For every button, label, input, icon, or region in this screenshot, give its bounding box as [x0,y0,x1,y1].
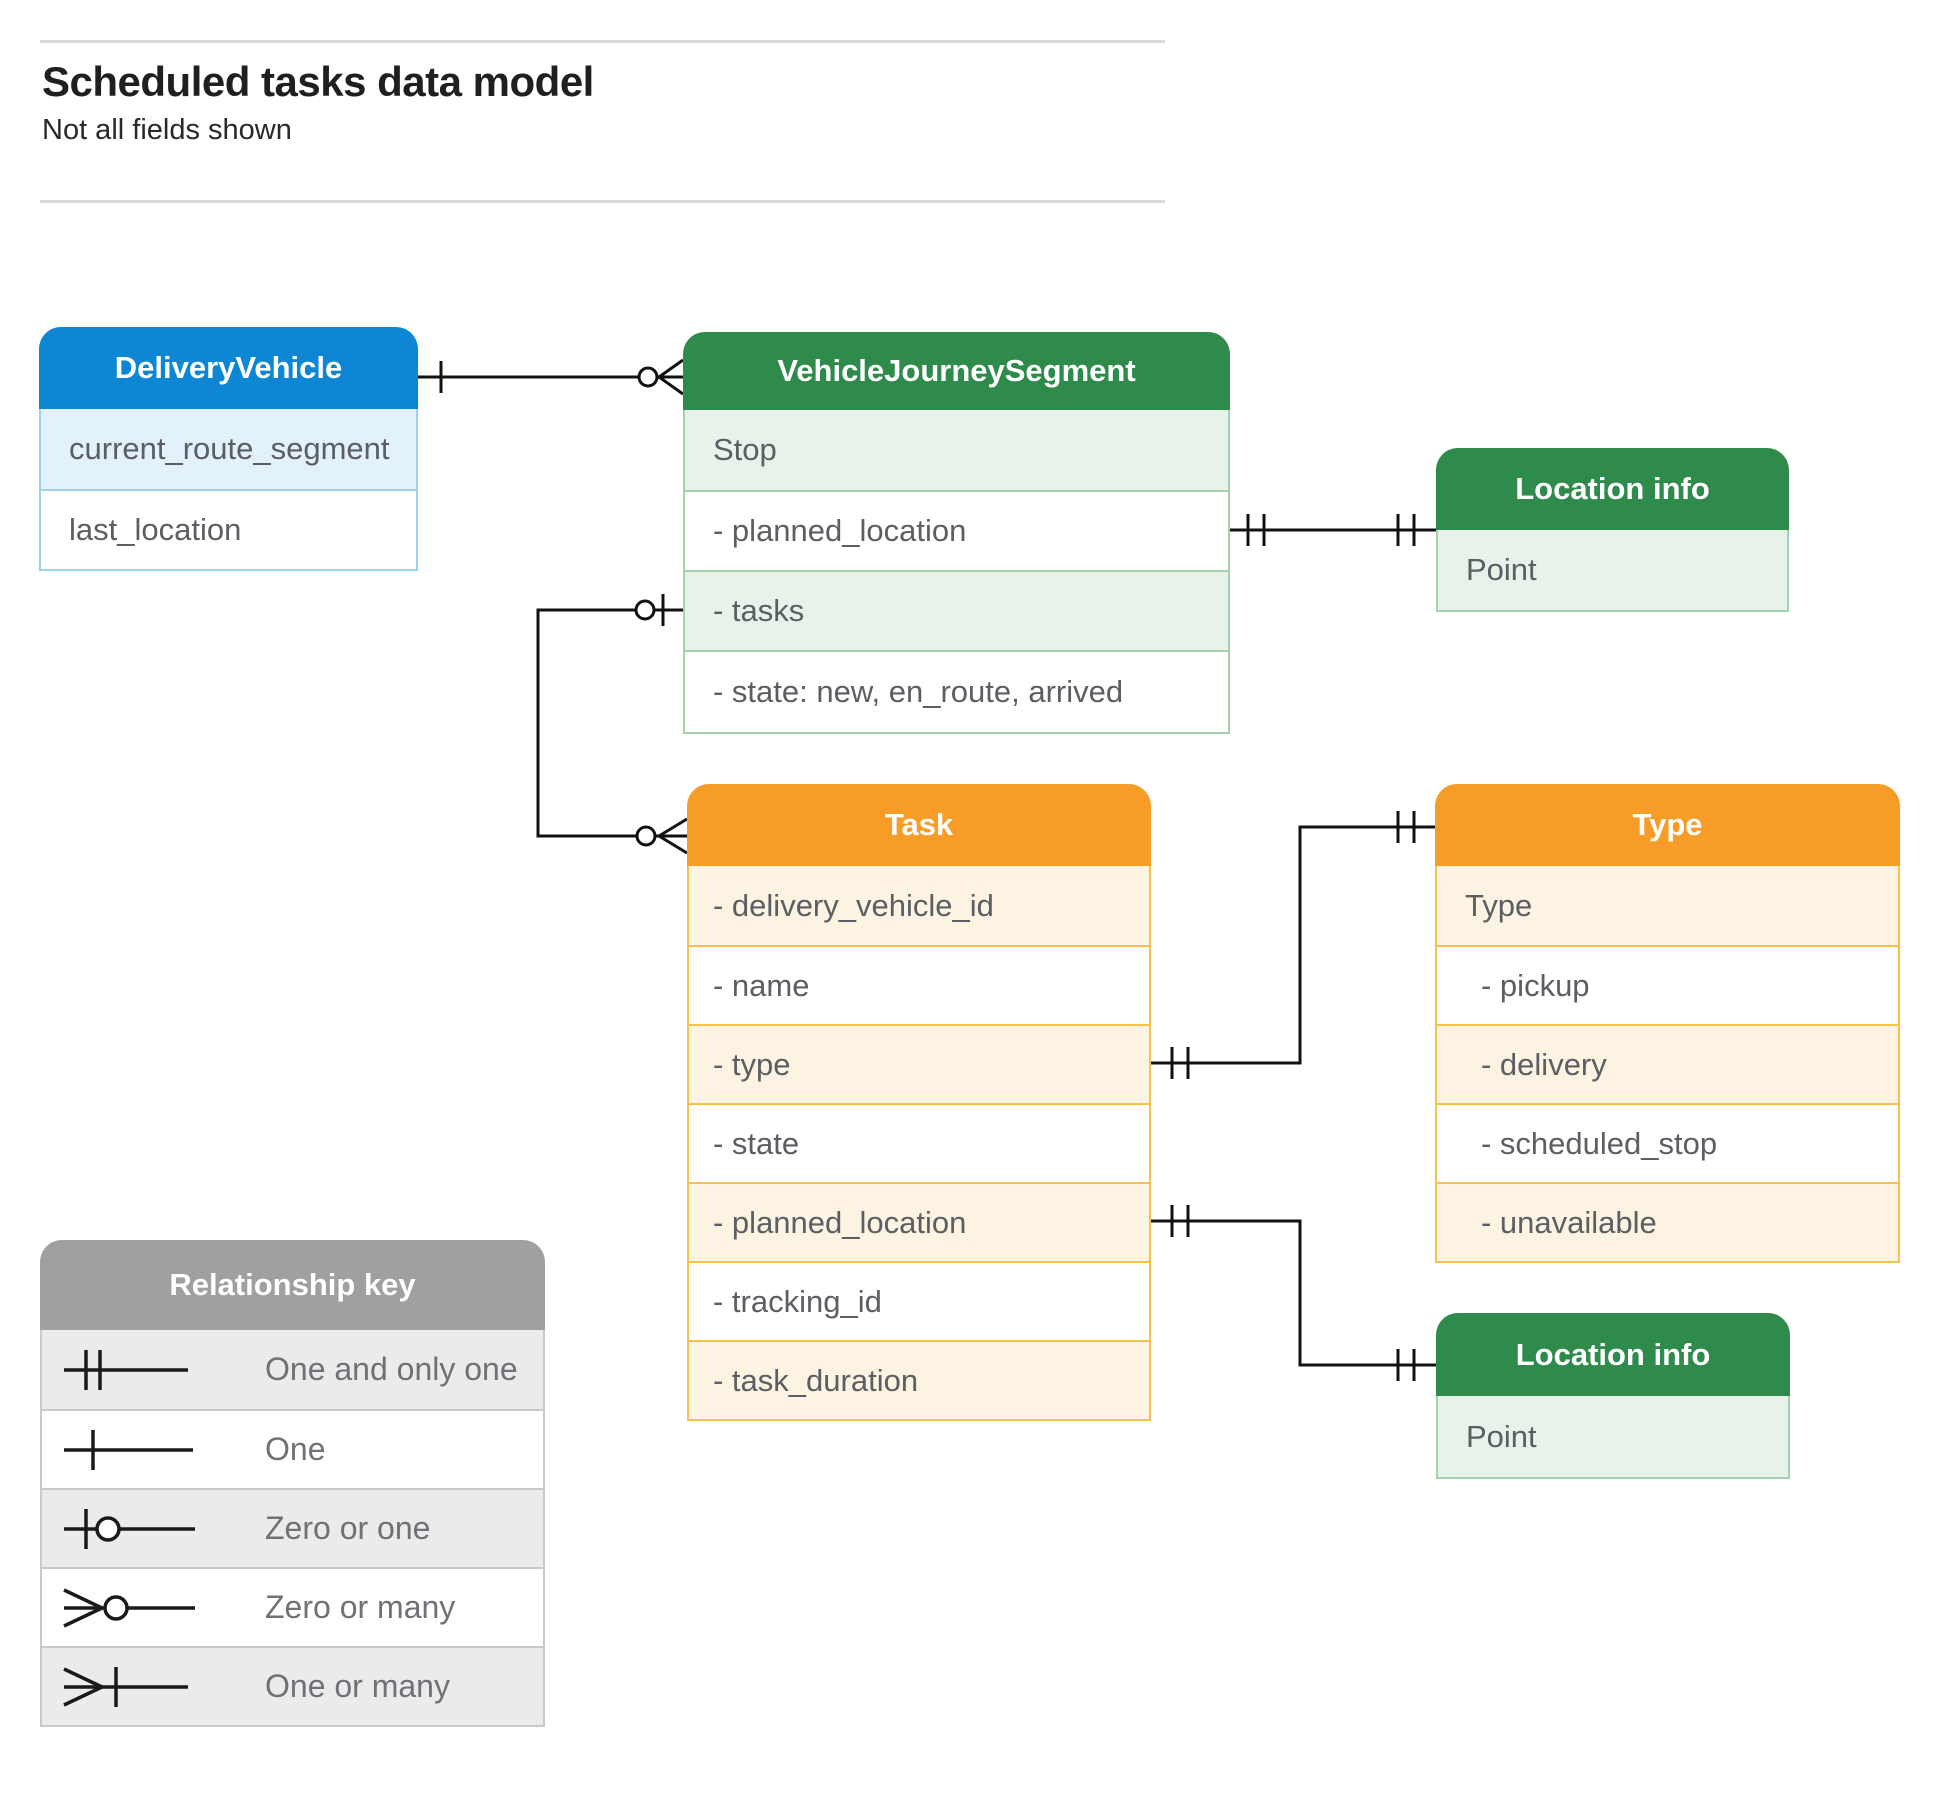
field-row: Point [1438,1396,1788,1477]
field-row: - tracking_id [689,1261,1149,1340]
field-row: - tasks [685,570,1228,650]
wire-deliveryvehicle-vehiclejourneysegment [418,358,684,396]
entity-location-info-top: Location info Point [1436,448,1789,612]
entity-location-info-bottom-fields: Point [1436,1396,1790,1479]
field-row: - state [689,1103,1149,1182]
field-row: Point [1438,530,1787,610]
entity-task-header: Task [687,784,1151,866]
field-row: Stop [685,410,1228,490]
entity-location-info-top-fields: Point [1436,530,1789,612]
legend-item: One [42,1409,543,1488]
entity-task: Task - delivery_vehicle_id - name - type… [687,784,1151,1421]
legend-item: One and only one [42,1330,543,1409]
entity-location-info-bottom-header: Location info [1436,1313,1790,1396]
entity-vehicle-journey-segment-fields: Stop - planned_location - tasks - state:… [683,410,1230,734]
one-or-many-icon [42,1659,227,1715]
one-and-only-one-icon [42,1342,227,1398]
field-row: - state: new, en_route, arrived [685,650,1228,732]
field-row: - planned_location [685,490,1228,570]
legend-item: Zero or many [42,1567,543,1646]
legend-item-label: Zero or many [265,1589,456,1625]
legend-item-label: Zero or one [265,1510,431,1546]
entity-type: Type Type - pickup - delivery - schedule… [1435,784,1900,1263]
entity-delivery-vehicle-fields: current_route_segment last_location [39,409,418,571]
legend-rows: One and only one One [40,1330,545,1727]
zero-or-many-icon [42,1580,227,1636]
field-row: last_location [41,489,416,569]
field-row: - planned_location [689,1182,1149,1261]
entity-delivery-vehicle-header: DeliveryVehicle [39,327,418,409]
field-row: - type [689,1024,1149,1103]
entity-vehicle-journey-segment-header: VehicleJourneySegment [683,332,1230,410]
field-row: - scheduled_stop [1437,1103,1898,1182]
field-row: - name [689,945,1149,1024]
legend-item-label: One [265,1431,326,1467]
one-icon [42,1422,227,1478]
page-title: Scheduled tasks data model [42,58,594,105]
wire-plannedlocation-locationinfo-bottom [1151,1205,1436,1381]
page-subtitle: Not all fields shown [42,114,292,146]
entity-vehicle-journey-segment: VehicleJourneySegment Stop - planned_loc… [683,332,1230,734]
entity-location-info-top-header: Location info [1436,448,1789,530]
legend-item: Zero or one [42,1488,543,1567]
wire-type-type-entity [1151,811,1435,1079]
legend-relationship-key: Relationship key One and only one [40,1240,545,1727]
wire-tasks-task [536,594,688,855]
legend-header: Relationship key [40,1240,545,1330]
field-row: Type [1437,866,1898,945]
entity-type-fields: Type - pickup - delivery - scheduled_sto… [1435,866,1900,1263]
field-row: - delivery_vehicle_id [689,866,1149,945]
field-row: - delivery [1437,1024,1898,1103]
zero-or-one-icon [42,1501,227,1557]
header-divider [40,200,1165,203]
entity-location-info-bottom: Location info Point [1436,1313,1790,1479]
legend-item-label: One or many [265,1668,450,1704]
legend-item: One or many [42,1646,543,1725]
entity-task-fields: - delivery_vehicle_id - name - type - st… [687,866,1151,1421]
legend-item-label: One and only one [265,1351,518,1387]
top-divider [40,40,1165,43]
field-row: - pickup [1437,945,1898,1024]
field-row: current_route_segment [41,409,416,489]
entity-type-header: Type [1435,784,1900,866]
wire-plannedlocation-locationinfo-top [1230,514,1436,546]
entity-delivery-vehicle: DeliveryVehicle current_route_segment la… [39,327,418,571]
field-row: - unavailable [1437,1182,1898,1261]
field-row: - task_duration [689,1340,1149,1419]
